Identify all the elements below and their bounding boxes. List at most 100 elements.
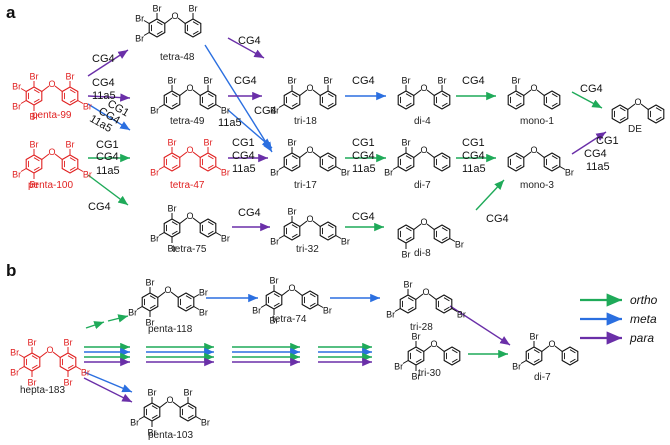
bromine-atom: Br bbox=[402, 250, 411, 260]
oxygen-atom: O bbox=[306, 145, 313, 155]
label-penta-103: penta-103 bbox=[148, 430, 193, 441]
label-tri-18: tri-18 bbox=[294, 116, 317, 127]
bromine-atom: Br bbox=[28, 378, 37, 388]
bromine-atom: Br bbox=[28, 338, 37, 348]
label-tetra-48: tetra-48 bbox=[160, 52, 195, 63]
cond-8-3: CG4 bbox=[486, 213, 509, 225]
cond-3-de-c: 11a5 bbox=[586, 161, 610, 173]
bromine-atom: Br bbox=[512, 362, 521, 372]
label-mono-1: mono-1 bbox=[520, 116, 554, 127]
cond-100-47-c: 11a5 bbox=[96, 165, 120, 177]
cond-17-7-a: CG1 bbox=[352, 137, 375, 149]
cond-100-47-a: CG1 bbox=[96, 139, 119, 151]
bromine-atom: Br bbox=[402, 138, 411, 148]
oxygen-atom: O bbox=[166, 395, 173, 405]
label-tetra-74: tetra-74 bbox=[272, 314, 307, 325]
bromine-atom: Br bbox=[148, 388, 157, 398]
mol-tetra-74-right-ring: Br bbox=[301, 290, 332, 316]
mol-tri-18-right-ring: Br bbox=[319, 76, 337, 110]
bromine-atom: Br bbox=[30, 180, 39, 190]
bromine-atom: Br bbox=[153, 4, 162, 14]
cond-32-8: CG4 bbox=[352, 211, 375, 223]
label-hepta-183: hepta-183 bbox=[20, 385, 65, 396]
bromine-atom: Br bbox=[146, 318, 155, 328]
cond-4-1: CG4 bbox=[462, 75, 485, 87]
oxygen-atom: O bbox=[420, 145, 427, 155]
arrow-bundle-4 bbox=[318, 342, 372, 367]
label-tetra-75: tetra-75 bbox=[172, 244, 207, 255]
cond-49-17-b: 11a5 bbox=[218, 117, 242, 129]
arrow-28-di7 bbox=[449, 305, 511, 346]
bromine-atom: Br bbox=[288, 138, 297, 148]
bromine-atom: Br bbox=[30, 140, 39, 150]
panel-label-a: a bbox=[6, 3, 16, 22]
bromine-atom: Br bbox=[150, 168, 159, 178]
bromine-atom: Br bbox=[168, 204, 177, 214]
arrow-99-49 bbox=[87, 93, 131, 102]
oxygen-atom: O bbox=[306, 214, 313, 224]
bromine-atom: Br bbox=[168, 76, 177, 86]
cond-47-17-c: 11a5 bbox=[232, 163, 256, 175]
bromine-atom: Br bbox=[10, 348, 19, 358]
oxygen-atom: O bbox=[420, 217, 427, 227]
bromine-atom: Br bbox=[128, 308, 137, 318]
legend: ortho meta para bbox=[580, 293, 658, 345]
mol-mono-3: BrO bbox=[507, 145, 574, 178]
oxygen-atom: O bbox=[306, 83, 313, 93]
mol-tri-30-right-ring bbox=[443, 346, 461, 366]
bromine-atom: Br bbox=[530, 332, 539, 342]
molecules-layer: BrBrBrBrBrBrOBrBrBrBrBrOBrBrBrBrOBrBrBrB… bbox=[10, 4, 665, 438]
label-di-4: di-4 bbox=[414, 116, 431, 127]
cond-7-3-b: CG4 bbox=[462, 150, 485, 162]
mol-tetra-75-right-ring: Br bbox=[199, 218, 230, 244]
mol-di-8-left-ring: Br bbox=[397, 224, 415, 260]
panel-a-arrows bbox=[87, 37, 607, 232]
bromine-atom: Br bbox=[412, 372, 421, 382]
mol-tri-32-right-ring: Br bbox=[319, 221, 350, 247]
cond-99-48: CG4 bbox=[92, 53, 115, 65]
mol-mono-3-left-ring bbox=[507, 152, 525, 172]
mol-de-left-ring bbox=[611, 104, 629, 124]
bromine-atom: Br bbox=[341, 237, 350, 247]
arrow-99-47 bbox=[87, 103, 131, 131]
bromine-atom: Br bbox=[10, 368, 19, 378]
bromine-atom: Br bbox=[394, 362, 403, 372]
bromine-atom: Br bbox=[270, 168, 279, 178]
arrow-49-17 bbox=[227, 109, 273, 149]
bromine-atom: Br bbox=[64, 338, 73, 348]
oxygen-atom: O bbox=[530, 83, 537, 93]
arrow-183-118-a bbox=[85, 321, 105, 330]
bromine-atom: Br bbox=[150, 106, 159, 116]
cond-17-7-b: CG4 bbox=[352, 150, 375, 162]
label-penta-99: penta-99 bbox=[32, 110, 72, 121]
arrow-48-17 bbox=[204, 44, 273, 153]
arrow-99-48 bbox=[87, 49, 129, 77]
bromine-atom: Br bbox=[402, 76, 411, 86]
oxygen-atom: O bbox=[186, 83, 193, 93]
oxygen-atom: O bbox=[548, 339, 555, 349]
bromine-atom: Br bbox=[150, 234, 159, 244]
bromine-atom: Br bbox=[146, 278, 155, 288]
label-de: DE bbox=[628, 124, 642, 135]
arrow-183-118-b bbox=[107, 314, 129, 323]
arrow-1-de bbox=[571, 91, 603, 109]
bromine-atom: Br bbox=[135, 14, 144, 24]
